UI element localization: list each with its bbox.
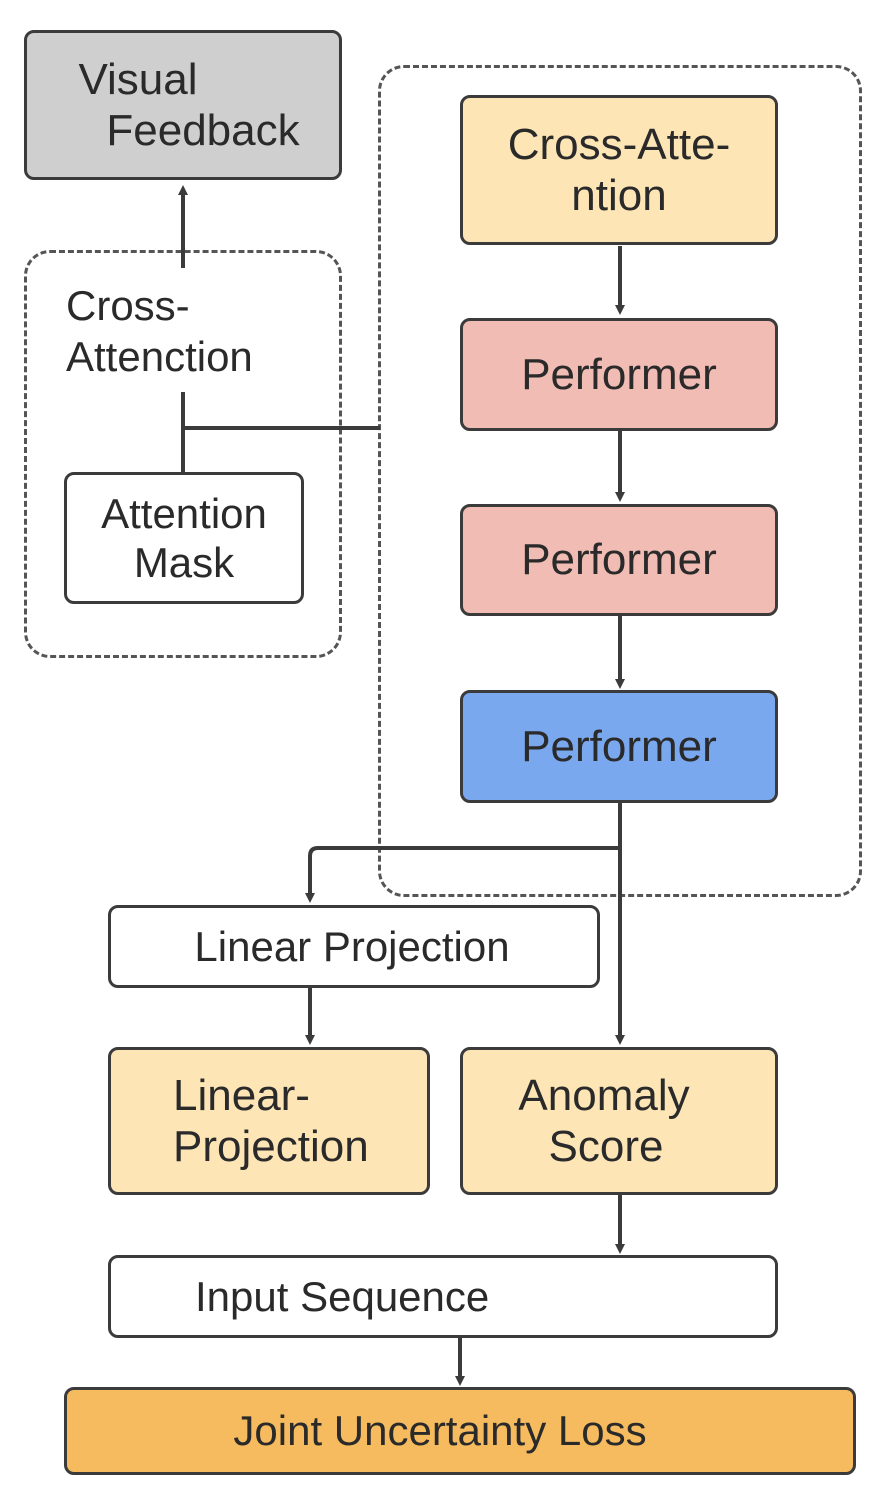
attention-mask-line2: Mask [133,539,235,586]
linear-projection-node: Linear Projection [108,905,600,988]
performer-2-label: Performer [521,535,717,585]
performer-3-label: Performer [521,721,717,771]
joint-uncertainty-loss-node: Joint Uncertainty Loss [64,1387,856,1475]
cross-attention-line2: ntion [571,171,667,220]
linear-projection-2-line1: Linear- [173,1070,310,1120]
performer-node-1: Performer [460,318,778,431]
cross-attention-node: Cross-Atte- ntion [460,95,778,245]
performer-1-label: Performer [521,349,717,399]
cross-attention-line1: Cross-Atte- [507,119,731,169]
visual-feedback-line1: Visual [78,54,198,104]
anomaly-score-node: Anomaly Score [460,1047,778,1195]
visual-feedback-node: Visual Feedback [24,30,342,180]
visual-feedback-line2: Feedback [106,106,300,155]
joint-uncertainty-loss-label: Joint Uncertainty Loss [233,1407,647,1455]
input-sequence-node: Input Sequence [108,1255,778,1338]
performer-node-2: Performer [460,504,778,616]
attention-mask-node: Attention Mask [64,472,304,604]
performer-node-3: Performer [460,690,778,803]
linear-projection-label: Linear Projection [194,922,510,970]
anomaly-score-line2: Score [548,1122,664,1171]
cross-attention-left-label: Cross- Attenction [66,280,253,382]
cross-attention-left-line1: Cross- [66,282,190,329]
linear-projection-2-node: Linear- Projection [108,1047,430,1195]
attention-mask-line1: Attention [101,489,267,537]
linear-projection-2-line2: Projection [173,1122,369,1171]
arrow-branch-to-linear-projection [305,846,620,903]
input-sequence-label: Input Sequence [195,1272,490,1320]
anomaly-score-line1: Anomaly [518,1070,690,1120]
cross-attention-left-line2: Attenction [66,333,253,381]
